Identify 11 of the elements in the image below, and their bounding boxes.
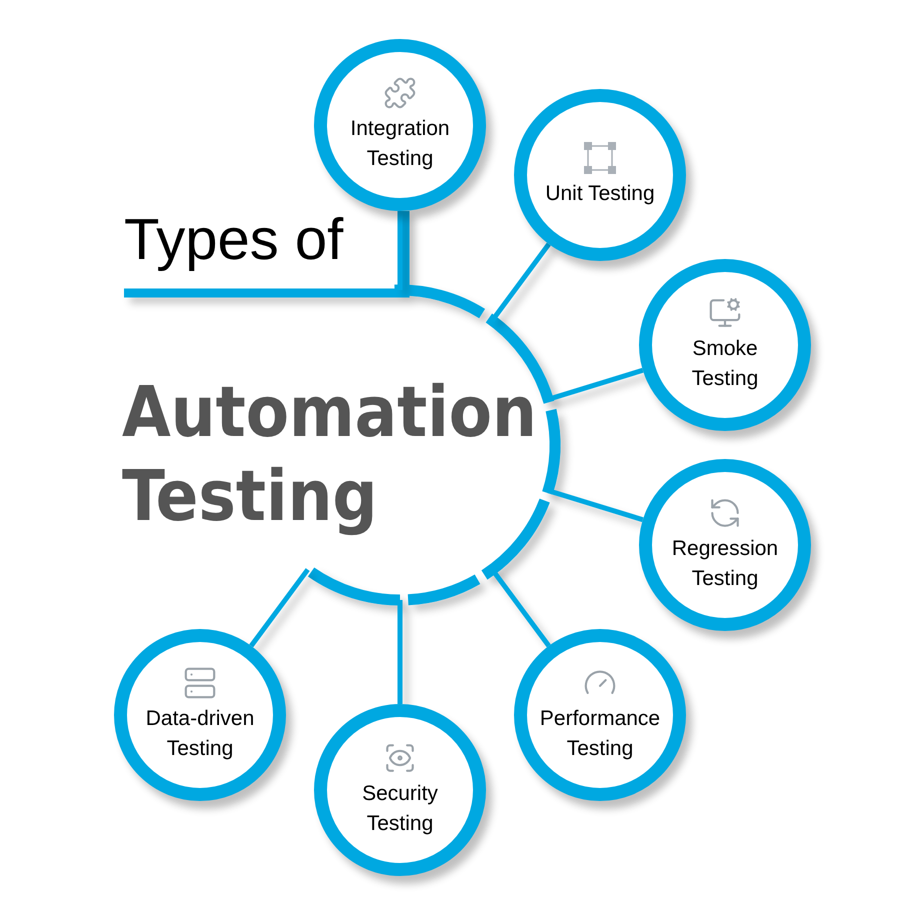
heading-text: Types of (124, 211, 344, 269)
connector-line (249, 568, 310, 648)
main-title: Automation Testing (122, 370, 538, 538)
topic-label: Integration Testing (349, 116, 451, 172)
topic-label: Security Testing (361, 781, 439, 837)
topic-label: Regression Testing (670, 536, 780, 592)
topic-label: Performance Testing (538, 706, 662, 762)
topic-label: Unit Testing (545, 181, 655, 207)
topic-label: Smoke Testing (690, 336, 760, 392)
topic-label: Data-driven Testing (144, 706, 256, 762)
connector-line (398, 600, 402, 704)
